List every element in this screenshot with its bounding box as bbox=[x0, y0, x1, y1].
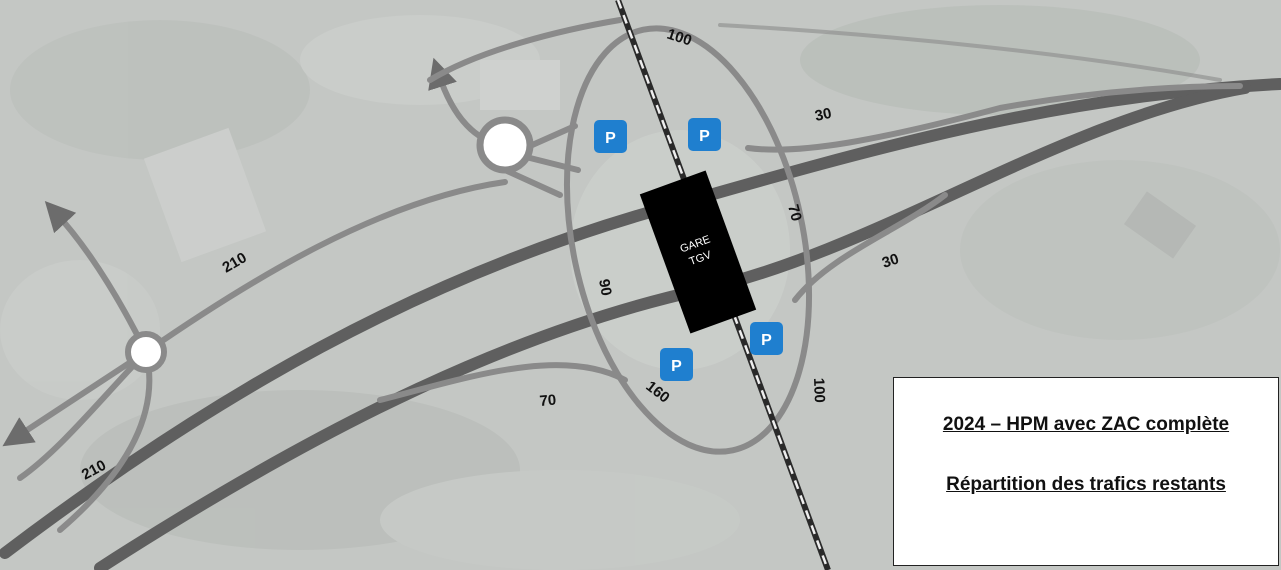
flow-label-loop-southeast: 100 bbox=[810, 378, 828, 404]
parking-icon: P bbox=[594, 120, 627, 153]
parking-letter: P bbox=[605, 130, 616, 147]
interchange-loop bbox=[563, 25, 813, 455]
ramp-northeast bbox=[745, 83, 1243, 153]
flow-label-ramp-northeast: 30 bbox=[813, 105, 833, 125]
parking-letter: P bbox=[699, 128, 710, 145]
roundabout-west bbox=[125, 331, 167, 373]
road-northwest bbox=[427, 17, 623, 83]
legend-box: 2024 – HPM avec ZAC complète Répartition… bbox=[893, 377, 1279, 566]
flow-label-loop-east: 70 bbox=[784, 203, 805, 224]
road-west-upper bbox=[143, 179, 508, 355]
parking-icon: P bbox=[750, 322, 783, 355]
parking-letter: P bbox=[671, 358, 682, 375]
parking-icon: P bbox=[688, 118, 721, 151]
legend-title: 2024 – HPM avec ZAC complète bbox=[942, 414, 1230, 435]
gare-tgv-station: GARE TGV bbox=[639, 170, 757, 334]
flow-label-loop-top: 100 bbox=[665, 26, 694, 50]
roundabout-north bbox=[476, 116, 534, 174]
road-west-lower bbox=[17, 349, 153, 533]
flow-label-loop-west: 90 bbox=[595, 278, 615, 297]
roundabout-connector bbox=[502, 123, 581, 198]
flow-label-ramp-southwest: 70 bbox=[539, 392, 557, 410]
flow-label-ramp-east: 30 bbox=[880, 250, 901, 271]
road-west-arrow bbox=[2, 349, 149, 447]
road-east-top bbox=[718, 23, 1222, 82]
ramp-southwest bbox=[377, 362, 628, 403]
legend-subtitle: Répartition des trafics restants bbox=[946, 474, 1226, 495]
parking-icon: P bbox=[660, 348, 693, 381]
road-network bbox=[2, 17, 1243, 533]
motorway-north bbox=[0, 78, 1281, 559]
ramp-east bbox=[792, 192, 948, 303]
parking-letter: P bbox=[761, 332, 772, 349]
